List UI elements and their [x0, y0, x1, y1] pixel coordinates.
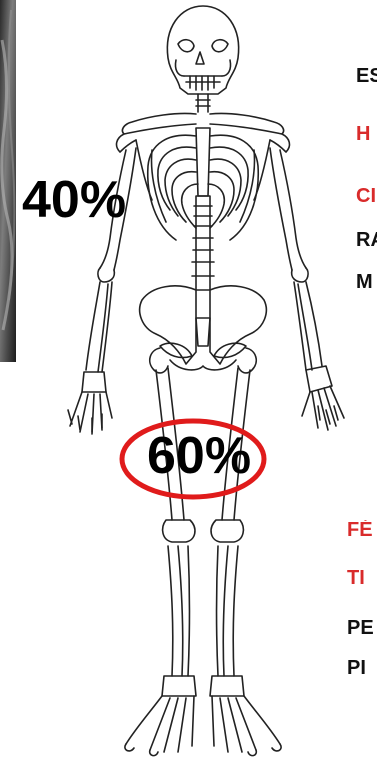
label-upper-4: RA	[356, 230, 377, 250]
label-lower-2: TI	[347, 568, 377, 588]
label-upper-1: ES	[356, 66, 377, 86]
lumbar-spine	[192, 196, 214, 290]
label-lower-1: FÉ	[347, 520, 377, 540]
label-lower-3: PE	[347, 618, 377, 638]
upper-body-percentage: 40%	[22, 174, 126, 226]
right-arm	[270, 148, 344, 430]
label-upper-2: H	[356, 124, 377, 144]
skull	[167, 6, 238, 94]
pelvis	[140, 286, 267, 370]
label-upper-3: CI	[356, 186, 377, 206]
right-leg	[210, 348, 281, 756]
shoulder-girdle	[117, 113, 290, 200]
lower-body-percentage: 60%	[147, 430, 251, 482]
cervical-spine	[196, 94, 210, 112]
label-upper-5: M	[356, 272, 377, 292]
rib-cage	[148, 128, 259, 240]
label-lower-4: PI	[347, 658, 377, 678]
left-leg	[125, 348, 196, 756]
